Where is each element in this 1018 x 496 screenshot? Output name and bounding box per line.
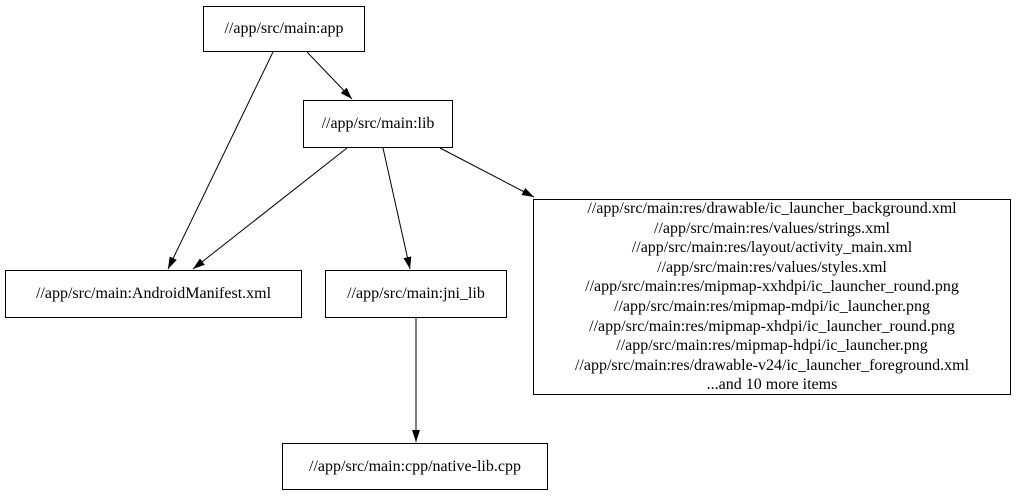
node-res-group-line: //app/src/main:res/drawable/ic_launcher_…	[587, 200, 957, 218]
node-android-manifest-label: //app/src/main:AndroidManifest.xml	[35, 285, 272, 302]
node-lib-label: //app/src/main:lib	[321, 115, 435, 132]
edge-lib-to-jni-lib	[382, 147, 412, 270]
node-native-lib-cpp-label: //app/src/main:cpp/native-lib.cpp	[309, 457, 521, 475]
node-res-group-line: //app/src/main:res/values/strings.xml	[654, 219, 890, 237]
node-jni-lib: //app/src/main:jni_lib	[325, 270, 507, 318]
node-app-label: //app/src/main:app	[224, 20, 344, 37]
edge-lib-to-res-group	[439, 147, 535, 198]
edge-lib-to-android-manifest	[192, 147, 348, 270]
node-android-manifest: //app/src/main:AndroidManifest.xml	[5, 270, 302, 318]
node-res-group-line: //app/src/main:res/values/styles.xml	[657, 258, 887, 276]
node-res-group-line: //app/src/main:res/mipmap-xhdpi/ic_launc…	[589, 317, 955, 335]
node-res-group-line: ...and 10 more items	[706, 376, 838, 394]
edge-app-to-android-manifest	[167, 51, 274, 270]
node-native-lib-cpp: //app/src/main:cpp/native-lib.cpp	[282, 443, 548, 490]
node-jni-lib-label: //app/src/main:jni_lib	[347, 285, 485, 302]
node-res-group: //app/src/main:res/drawable/ic_launcher_…	[533, 199, 1011, 395]
edge-app-to-lib	[306, 51, 353, 100]
node-res-group-line: //app/src/main:res/layout/activity_main.…	[631, 239, 913, 257]
node-res-group-line: //app/src/main:res/mipmap-xxhdpi/ic_laun…	[585, 278, 959, 296]
node-lib: //app/src/main:lib	[303, 100, 453, 148]
node-res-group-line: //app/src/main:res/drawable-v24/ic_launc…	[574, 356, 970, 374]
node-app: //app/src/main:app	[203, 6, 365, 52]
node-res-group-line: //app/src/main:res/mipmap-mdpi/ic_launch…	[614, 298, 930, 315]
node-res-group-line: //app/src/main:res/mipmap-hdpi/ic_launch…	[616, 337, 928, 355]
